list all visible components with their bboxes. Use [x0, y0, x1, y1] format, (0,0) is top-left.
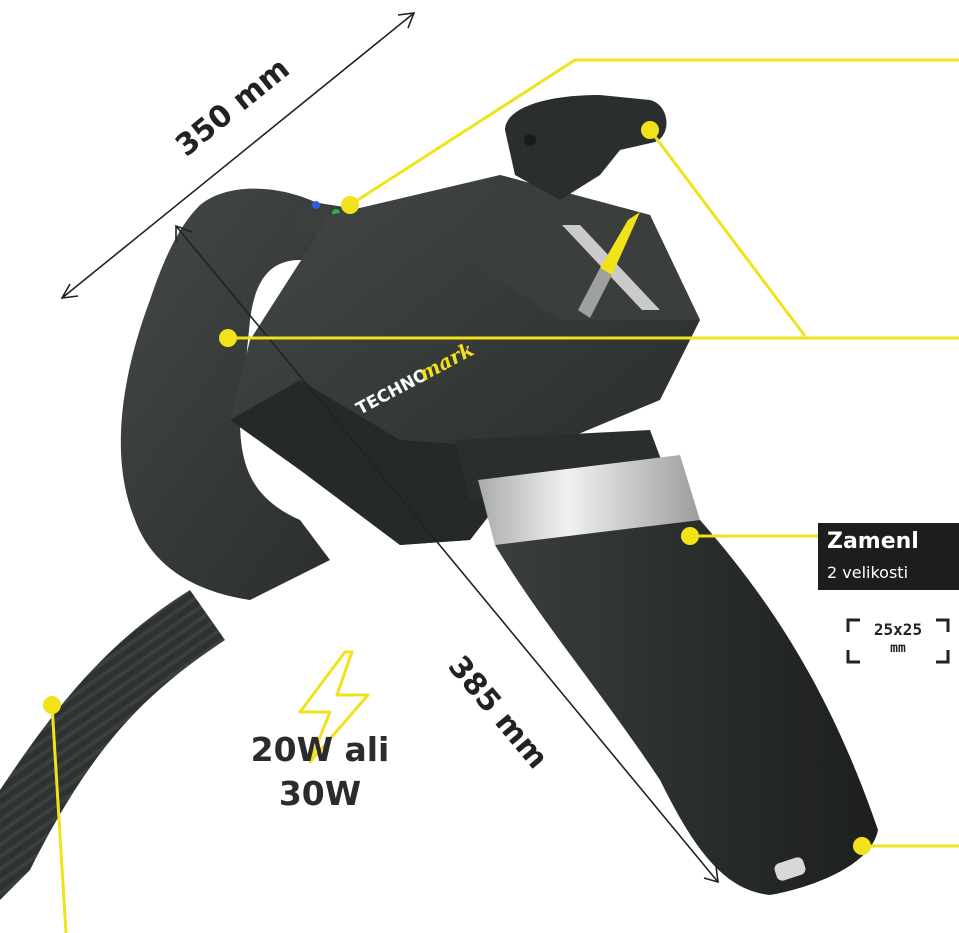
callout-dot-nozzle — [853, 837, 871, 855]
callout-dot-leds — [341, 196, 359, 214]
callout-lines — [50, 58, 959, 933]
callout-dot-handle — [219, 329, 237, 347]
cone-port — [774, 857, 806, 881]
metal-ring — [478, 455, 700, 545]
length-dimension-arrow — [175, 224, 719, 884]
power-line-1: 20W ali — [250, 730, 390, 769]
lightning-bolt-icon — [298, 650, 370, 764]
field-size-unit: mm — [890, 641, 906, 656]
field-size-value: 25x25 — [873, 620, 923, 639]
lens-cone — [495, 520, 878, 895]
led-blue-icon — [312, 201, 320, 209]
top-handle — [505, 95, 667, 200]
callout-dots — [43, 121, 871, 855]
width-dimension-arrow — [60, 12, 416, 299]
rear-handle — [120, 188, 421, 601]
power-label: 20W ali 30W — [220, 728, 420, 816]
callout-dot-lens — [681, 527, 699, 545]
hose — [0, 590, 225, 900]
callout-dot-hose — [43, 696, 61, 714]
lens-callout-subtitle: 2 velikosti — [818, 560, 959, 590]
field-size-frame — [846, 618, 950, 664]
callout-dot-top-handle — [641, 121, 659, 139]
lens-callout-title: Zamenl — [818, 523, 959, 560]
field-size-box: 25x25 mm — [848, 620, 948, 662]
power-line-2: 30W — [278, 774, 362, 813]
